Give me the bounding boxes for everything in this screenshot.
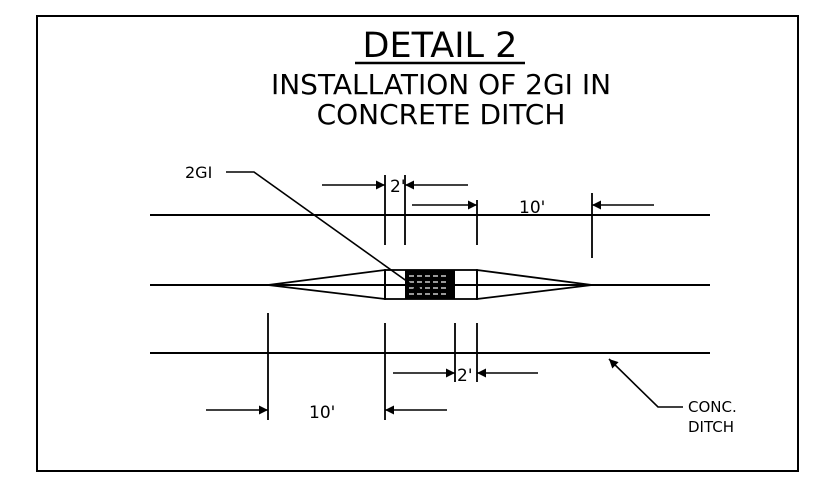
inlet-leader-line xyxy=(226,171,423,293)
dim-label-bottom-transition: 10' xyxy=(309,403,335,423)
detail-subtitle-line2: CONCRETE DITCH xyxy=(317,98,566,131)
ditch-callout-line2: DITCH xyxy=(688,418,734,436)
inlet-callout-label: 2GI xyxy=(185,163,212,182)
dim-label-top-transition: 10' xyxy=(519,198,545,218)
dim-label-top-inlet: 2' xyxy=(390,177,406,197)
ditch-leader-line xyxy=(608,358,683,408)
detail-subtitle-line1: INSTALLATION OF 2GI IN xyxy=(271,68,611,101)
detail-title: DETAIL 2 xyxy=(363,26,518,66)
ditch-callout-line1: CONC. xyxy=(688,398,737,416)
drawing-border xyxy=(36,15,799,472)
dim-label-bottom-inlet: 2' xyxy=(457,366,473,386)
